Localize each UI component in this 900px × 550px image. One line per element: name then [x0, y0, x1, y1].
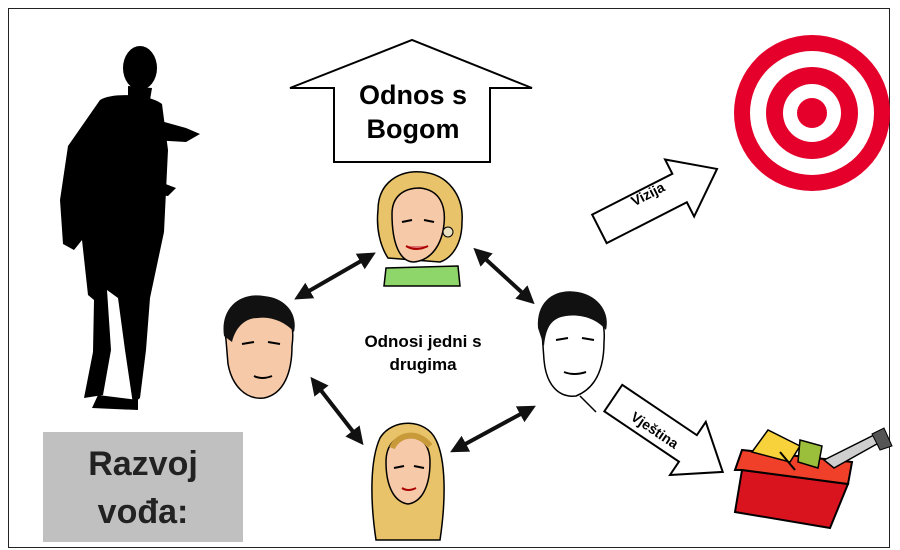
face-woman-top-icon — [376, 171, 463, 287]
leadership-box-line2: vođa: — [97, 493, 189, 531]
face-man-left-icon — [223, 295, 295, 399]
up-arrow-line2: Bogom — [366, 114, 460, 144]
leader-silhouette-icon — [60, 46, 200, 410]
face-woman-bottom-icon — [371, 422, 445, 541]
leadership-box-text: Razvoj vođa: — [43, 440, 243, 536]
up-arrow-line1: Odnos s — [358, 80, 467, 110]
toolbox-icon — [733, 427, 893, 530]
leadership-box — [43, 432, 243, 542]
relationship-arrows — [294, 247, 536, 453]
leadership-box-line1: Razvoj — [88, 445, 198, 483]
center-caption: Odnosi jedni s drugima — [318, 330, 528, 376]
face-man-right-icon — [537, 291, 607, 413]
up-arrow-shape — [289, 38, 533, 163]
center-caption-line2: drugima — [389, 355, 457, 374]
center-caption-line1: Odnosi jedni s — [364, 332, 482, 351]
vision-arrow-shape — [590, 158, 719, 245]
skill-arrow-shape — [602, 383, 725, 477]
target-icon — [734, 35, 890, 191]
up-arrow-label: Odnos s Bogom — [338, 78, 488, 146]
